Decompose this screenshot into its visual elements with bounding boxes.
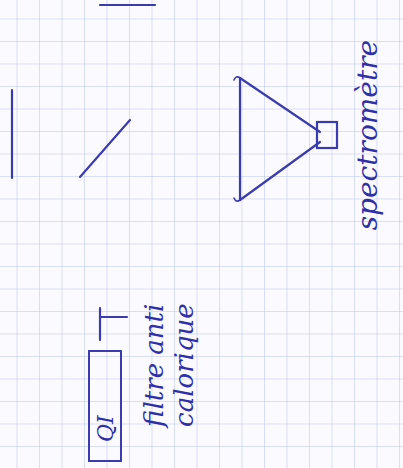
- source-box: QI: [88, 350, 122, 462]
- box-label: QI: [92, 415, 117, 442]
- mirror-line: [80, 120, 130, 177]
- prism-curl: [234, 77, 240, 201]
- filter-line: [99, 308, 101, 340]
- filter-label: filtre anti calorique: [140, 277, 200, 427]
- spectrometer-label: spectromètre: [352, 40, 384, 230]
- prism-triangle: [240, 78, 320, 200]
- filter-tick: [100, 316, 127, 318]
- screen-line: [11, 90, 13, 178]
- spectrometer-box: [317, 122, 337, 148]
- lamp-line: [100, 4, 155, 6]
